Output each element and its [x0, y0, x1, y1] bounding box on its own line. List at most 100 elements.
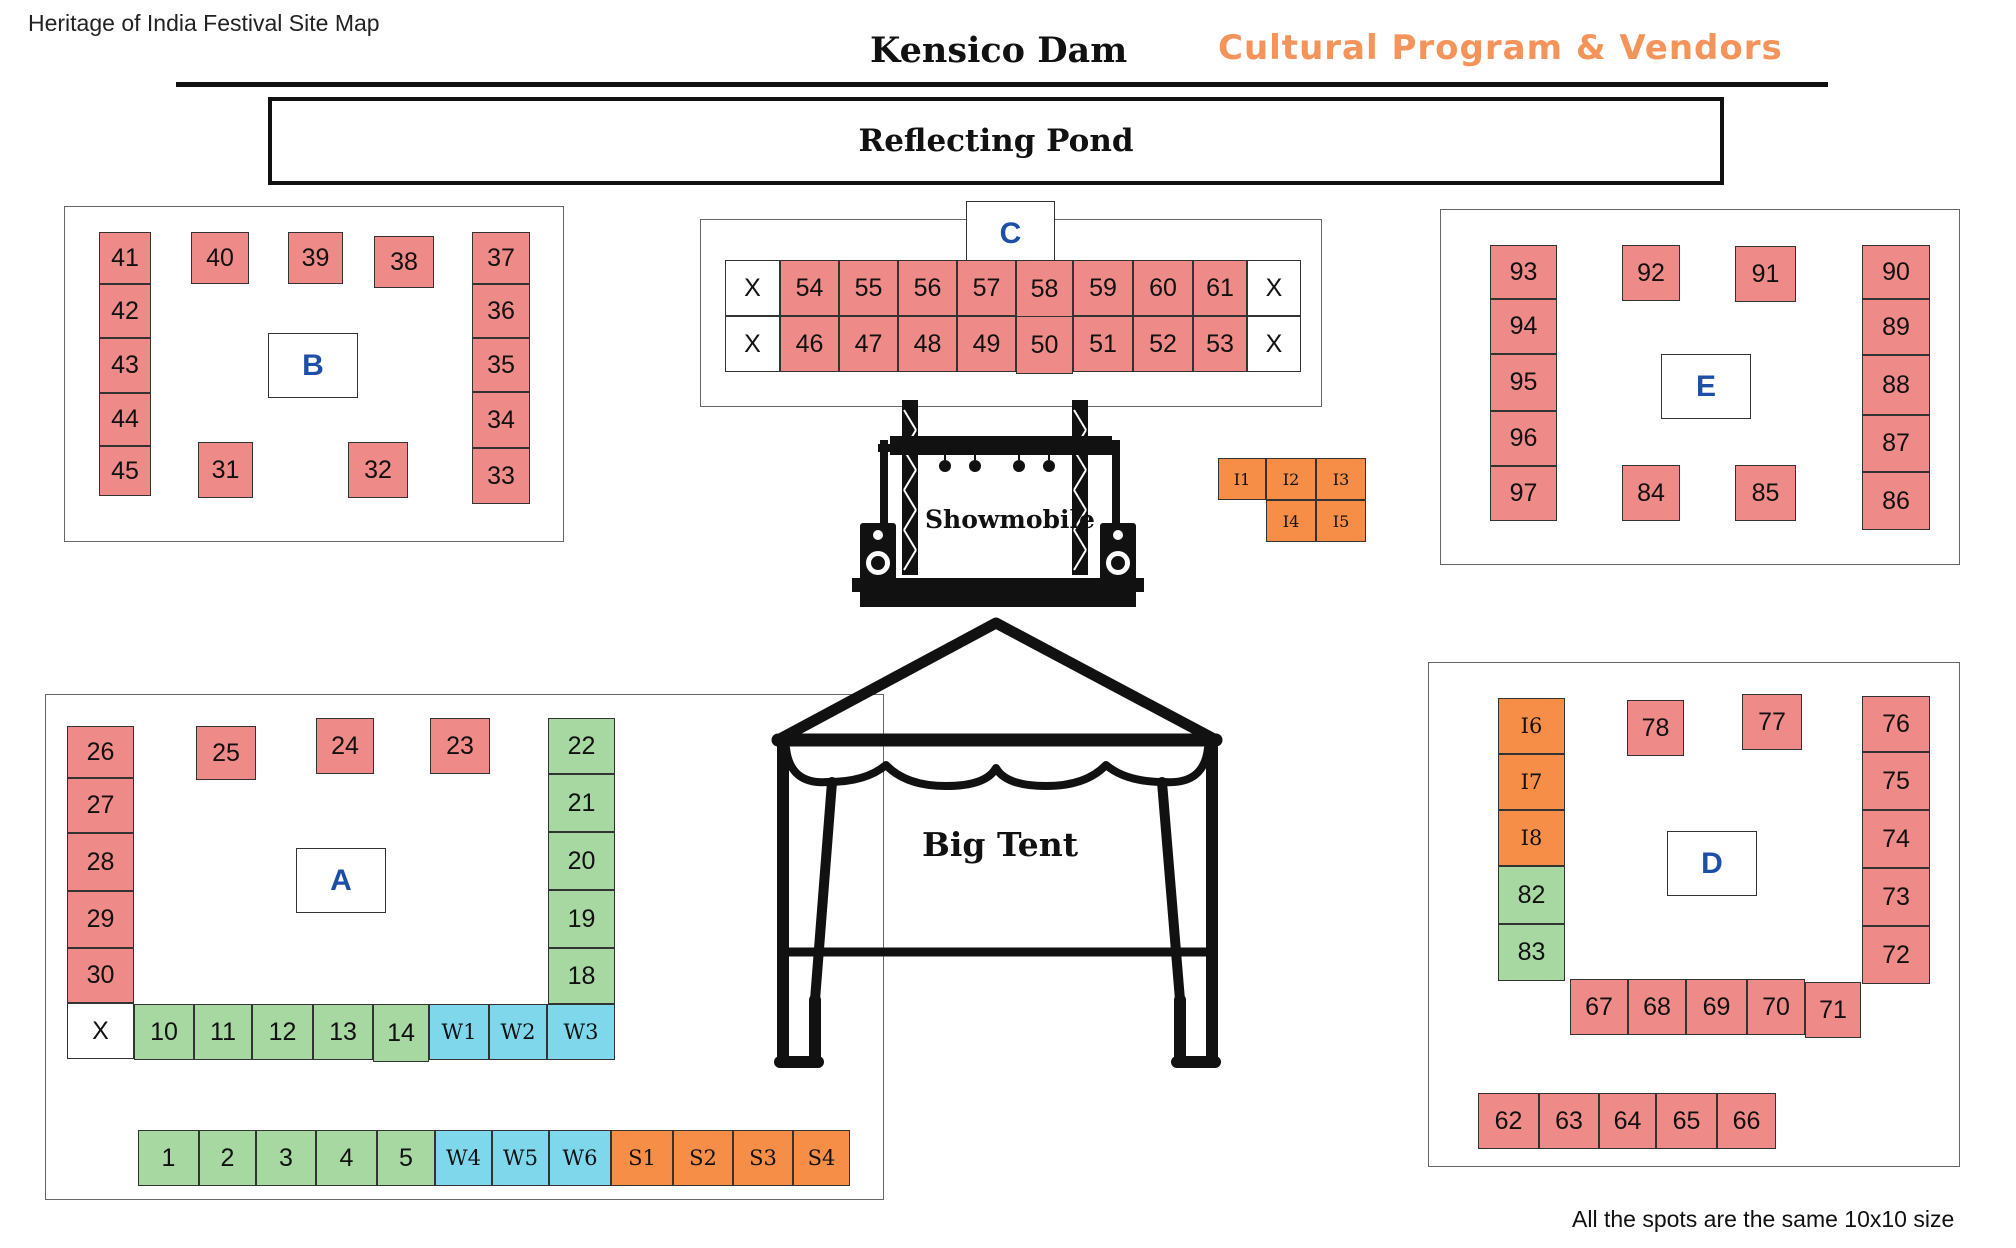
booth-b20[interactable]: 20 [548, 832, 615, 890]
booth-ax1[interactable]: X [67, 1003, 134, 1059]
booth-s3[interactable]: S3 [733, 1130, 793, 1186]
booth-w6[interactable]: W6 [549, 1130, 611, 1186]
booth-b56[interactable]: 56 [898, 260, 957, 316]
booth-b91[interactable]: 91 [1735, 246, 1796, 302]
booth-b95[interactable]: 95 [1490, 354, 1557, 411]
booth-b41[interactable]: 41 [99, 232, 151, 284]
booth-i7[interactable]: I7 [1498, 754, 1565, 810]
booth-b64[interactable]: 64 [1599, 1093, 1656, 1149]
booth-b75[interactable]: 75 [1862, 752, 1930, 810]
booth-b36[interactable]: 36 [472, 284, 530, 338]
booth-b46[interactable]: 46 [780, 316, 839, 372]
booth-s2[interactable]: S2 [673, 1130, 733, 1186]
booth-b50[interactable]: 50 [1016, 316, 1073, 374]
booth-b25[interactable]: 25 [196, 726, 256, 780]
booth-b12[interactable]: 12 [252, 1004, 313, 1060]
booth-cx4[interactable]: X [1247, 316, 1301, 372]
booth-b26[interactable]: 26 [67, 726, 134, 778]
booth-b32[interactable]: 32 [348, 442, 408, 498]
booth-b66[interactable]: 66 [1717, 1093, 1776, 1149]
booth-b10[interactable]: 10 [134, 1004, 194, 1060]
booth-b92[interactable]: 92 [1622, 245, 1680, 301]
booth-cx1[interactable]: X [725, 260, 780, 316]
booth-i6[interactable]: I6 [1498, 698, 1565, 754]
booth-b70[interactable]: 70 [1747, 979, 1805, 1035]
booth-b97[interactable]: 97 [1490, 466, 1557, 521]
booth-b78[interactable]: 78 [1627, 700, 1684, 756]
booth-b69[interactable]: 69 [1686, 979, 1747, 1035]
booth-b84[interactable]: 84 [1622, 465, 1680, 521]
booth-b39[interactable]: 39 [288, 232, 343, 284]
booth-b14[interactable]: 14 [373, 1004, 429, 1062]
booth-b24[interactable]: 24 [316, 718, 374, 774]
booth-b21[interactable]: 21 [548, 774, 615, 832]
booth-b43[interactable]: 43 [99, 338, 151, 393]
booth-b1[interactable]: 1 [138, 1130, 199, 1186]
booth-b96[interactable]: 96 [1490, 411, 1557, 466]
booth-b40[interactable]: 40 [191, 232, 249, 284]
booth-b48[interactable]: 48 [898, 316, 957, 372]
booth-b34[interactable]: 34 [472, 392, 530, 448]
booth-b55[interactable]: 55 [839, 260, 898, 316]
booth-b82[interactable]: 82 [1498, 866, 1565, 924]
booth-b23[interactable]: 23 [430, 718, 490, 774]
booth-b28[interactable]: 28 [67, 833, 134, 891]
booth-b38[interactable]: 38 [374, 236, 434, 288]
booth-b90[interactable]: 90 [1862, 245, 1930, 299]
booth-b4[interactable]: 4 [316, 1130, 377, 1186]
booth-b35[interactable]: 35 [472, 338, 530, 392]
booth-b73[interactable]: 73 [1862, 868, 1930, 926]
booth-b37[interactable]: 37 [472, 232, 530, 284]
booth-w1[interactable]: W1 [429, 1004, 489, 1060]
booth-i5[interactable]: I5 [1316, 500, 1366, 542]
booth-b74[interactable]: 74 [1862, 810, 1930, 868]
booth-b60[interactable]: 60 [1133, 260, 1193, 316]
booth-b89[interactable]: 89 [1862, 299, 1930, 355]
booth-b53[interactable]: 53 [1193, 316, 1247, 372]
booth-b49[interactable]: 49 [957, 316, 1016, 372]
booth-b93[interactable]: 93 [1490, 245, 1557, 299]
booth-b71[interactable]: 71 [1805, 982, 1861, 1038]
booth-b2[interactable]: 2 [199, 1130, 256, 1186]
booth-b61[interactable]: 61 [1193, 260, 1247, 316]
booth-b67[interactable]: 67 [1570, 979, 1628, 1035]
booth-w4[interactable]: W4 [435, 1130, 492, 1186]
booth-s4[interactable]: S4 [793, 1130, 850, 1186]
booth-b13[interactable]: 13 [313, 1004, 373, 1060]
booth-b63[interactable]: 63 [1539, 1093, 1599, 1149]
booth-b51[interactable]: 51 [1073, 316, 1133, 372]
booth-b57[interactable]: 57 [957, 260, 1016, 316]
booth-b88[interactable]: 88 [1862, 355, 1930, 415]
booth-b52[interactable]: 52 [1133, 316, 1193, 372]
booth-b62[interactable]: 62 [1478, 1093, 1539, 1149]
booth-b85[interactable]: 85 [1735, 465, 1796, 521]
booth-b87[interactable]: 87 [1862, 415, 1930, 472]
booth-b65[interactable]: 65 [1656, 1093, 1717, 1149]
booth-i2[interactable]: I2 [1266, 458, 1316, 500]
booth-cx2[interactable]: X [1247, 260, 1301, 316]
booth-b27[interactable]: 27 [67, 778, 134, 833]
booth-i3[interactable]: I3 [1316, 458, 1366, 500]
booth-b54[interactable]: 54 [780, 260, 839, 316]
booth-b77[interactable]: 77 [1742, 694, 1802, 750]
booth-w3[interactable]: W3 [547, 1004, 615, 1060]
booth-b33[interactable]: 33 [472, 448, 530, 504]
booth-b59[interactable]: 59 [1073, 260, 1133, 316]
booth-i1[interactable]: I1 [1218, 458, 1266, 500]
booth-i8[interactable]: I8 [1498, 810, 1565, 866]
booth-b3[interactable]: 3 [256, 1130, 316, 1186]
booth-b47[interactable]: 47 [839, 316, 898, 372]
booth-b30[interactable]: 30 [67, 948, 134, 1003]
booth-b22[interactable]: 22 [548, 718, 615, 774]
booth-b72[interactable]: 72 [1862, 926, 1930, 984]
booth-b45[interactable]: 45 [99, 446, 151, 496]
booth-b29[interactable]: 29 [67, 891, 134, 948]
booth-i4[interactable]: I4 [1266, 500, 1316, 542]
booth-b18[interactable]: 18 [548, 948, 615, 1004]
booth-s1[interactable]: S1 [611, 1130, 673, 1186]
booth-b11[interactable]: 11 [194, 1004, 252, 1060]
booth-w2[interactable]: W2 [489, 1004, 547, 1060]
booth-b86[interactable]: 86 [1862, 472, 1930, 530]
booth-b5[interactable]: 5 [377, 1130, 435, 1186]
booth-cx3[interactable]: X [725, 316, 780, 372]
